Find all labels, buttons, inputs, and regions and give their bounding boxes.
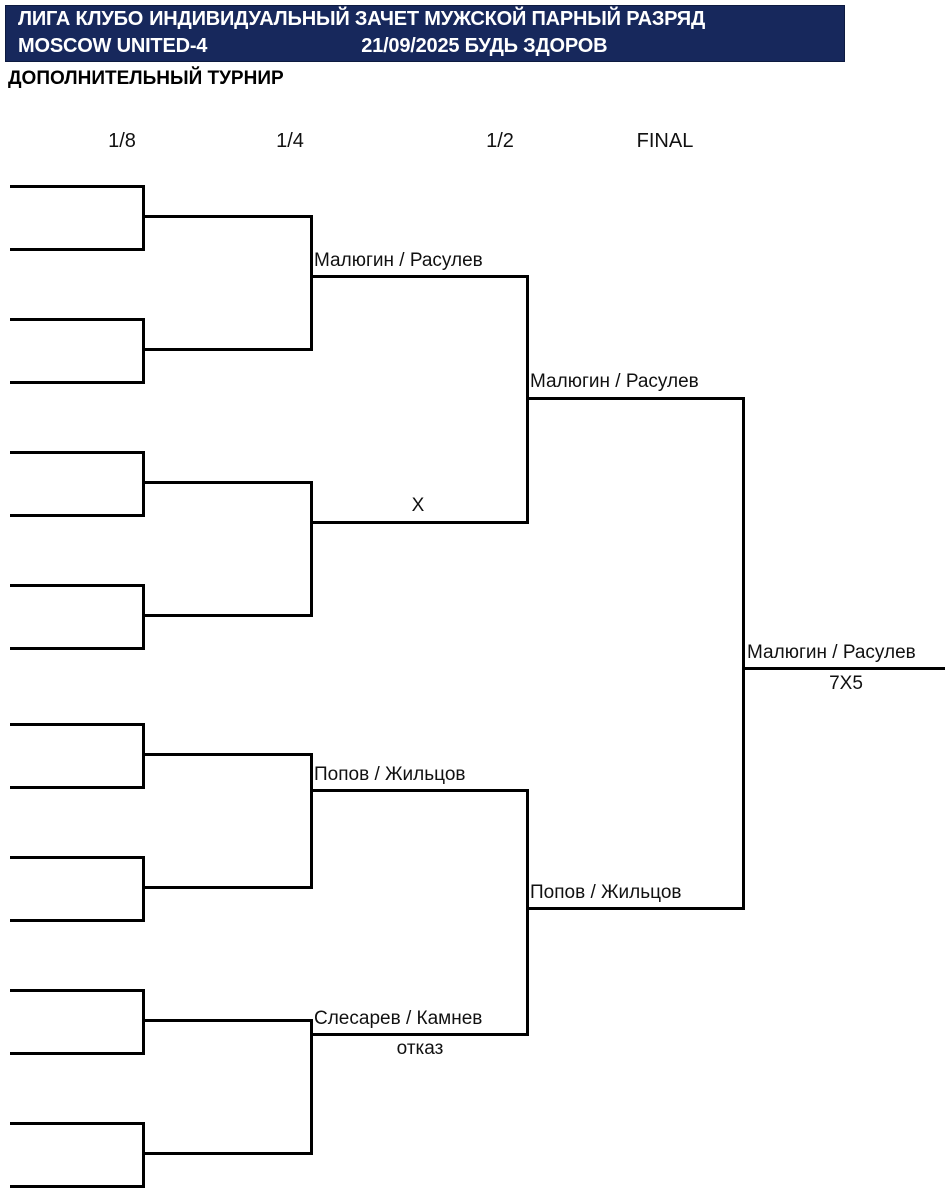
match-winner-qf-3: Попов / Жильцов [314, 764, 466, 785]
match-winner-final: Малюгин / Расулев [747, 642, 916, 663]
slot-line-r3-3 [310, 789, 526, 792]
round-label-eighth: 1/8 [108, 130, 136, 152]
match-winner-qf-2: X [411, 495, 425, 516]
round-label-semi: 1/2 [486, 130, 514, 152]
slot-line-r2-1 [142, 215, 310, 218]
slot-line-r3-1 [310, 275, 526, 278]
connector-r2-pair-3 [310, 753, 313, 889]
connector-r1-pair-1 [142, 185, 145, 251]
header-club-label: MOSCOW UNITED-4 [18, 35, 208, 57]
header-category-label: ИНДИВИДУАЛЬНЫЙ ЗАЧЕТ МУЖСКОЙ ПАРНЫЙ РАЗР… [149, 8, 706, 30]
header-line-1: ЛИГА КЛУБО ИНДИВИДУАЛЬНЫЙ ЗАЧЕТ МУЖСКОЙ … [18, 7, 834, 32]
connector-r1-pair-2 [142, 318, 145, 384]
slot-line-r1-15 [10, 1122, 142, 1125]
slot-line-r2-5 [142, 753, 310, 756]
connector-r2-pair-2 [310, 481, 313, 617]
slot-line-r1-5 [10, 451, 142, 454]
connector-r1-pair-6 [142, 856, 145, 922]
slot-line-r1-14 [10, 1052, 142, 1055]
match-winner-sf-1: Малюгин / Расулев [530, 371, 699, 392]
match-score-final: 7X5 [829, 673, 863, 694]
connector-r4-pair-1 [742, 397, 745, 910]
connector-r1-pair-3 [142, 451, 145, 517]
slot-line-r1-7 [10, 584, 142, 587]
slot-line-r4-1 [526, 397, 742, 400]
connector-r1-pair-7 [142, 989, 145, 1055]
slot-line-r1-9 [10, 723, 142, 726]
match-score-qf-4: отказ [396, 1038, 444, 1059]
round-label-quarter: 1/4 [276, 130, 304, 152]
slot-line-r1-1 [10, 185, 142, 188]
slot-line-r4-2 [526, 907, 742, 910]
connector-r1-pair-8 [142, 1122, 145, 1188]
slot-line-r3-2 [310, 521, 526, 524]
slot-line-r1-6 [10, 514, 142, 517]
connector-r2-pair-4 [310, 1019, 313, 1155]
connector-r2-pair-1 [310, 215, 313, 351]
header-date-venue-label: 21/09/2025 БУДЬ ЗДОРОВ [361, 35, 608, 57]
tournament-header-banner: ЛИГА КЛУБО ИНДИВИДУАЛЬНЫЙ ЗАЧЕТ МУЖСКОЙ … [5, 5, 845, 62]
slot-line-r1-3 [10, 318, 142, 321]
header-league-label: ЛИГА КЛУБО [18, 8, 144, 30]
slot-line-champion [742, 667, 945, 670]
tournament-subtitle: ДОПОЛНИТЕЛЬНЫЙ ТУРНИР [8, 68, 284, 89]
slot-line-r1-4 [10, 381, 142, 384]
slot-line-r2-4 [142, 614, 310, 617]
connector-r3-pair-2 [526, 789, 529, 1036]
slot-line-r2-6 [142, 886, 310, 889]
slot-line-r1-2 [10, 248, 142, 251]
connector-r1-pair-5 [142, 723, 145, 789]
slot-line-r3-4 [310, 1033, 526, 1036]
slot-line-r2-3 [142, 481, 310, 484]
slot-line-r1-8 [10, 647, 142, 650]
round-label-final: FINAL [636, 130, 694, 152]
slot-line-r1-13 [10, 989, 142, 992]
connector-r1-pair-4 [142, 584, 145, 650]
header-line-2: MOSCOW UNITED-4 21/09/2025 БУДЬ ЗДОРОВ [18, 34, 834, 59]
match-winner-sf-2: Попов / Жильцов [530, 882, 682, 903]
slot-line-r2-7 [142, 1019, 310, 1022]
slot-line-r1-10 [10, 786, 142, 789]
slot-line-r1-11 [10, 856, 142, 859]
slot-line-r2-2 [142, 348, 310, 351]
match-winner-qf-1: Малюгин / Расулев [314, 250, 483, 271]
slot-line-r1-12 [10, 919, 142, 922]
match-winner-qf-4: Слесарев / Камнев [314, 1008, 483, 1029]
slot-line-r2-8 [142, 1152, 310, 1155]
